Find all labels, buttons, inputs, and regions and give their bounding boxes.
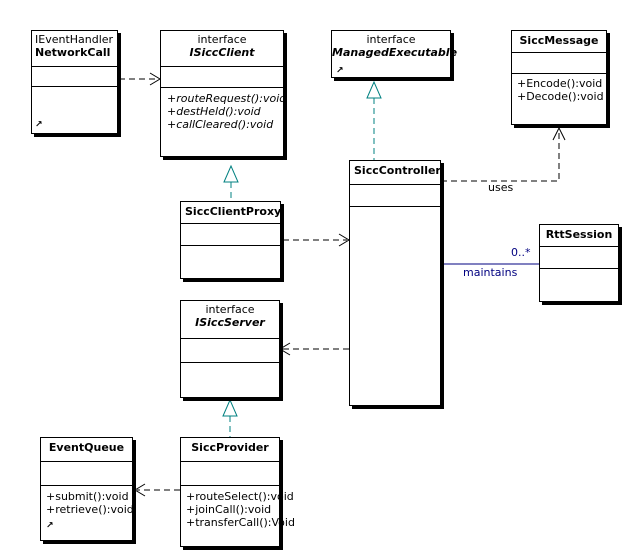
class-name: ManagedExecutable bbox=[332, 46, 458, 59]
operation-item: +routeRequest():void bbox=[167, 92, 287, 105]
attributes-compartment bbox=[350, 185, 440, 207]
class-name: NetworkCall bbox=[35, 46, 111, 59]
stereotype-label: interface bbox=[197, 33, 247, 46]
operations-compartment bbox=[540, 269, 618, 301]
class-header: IEventHandler NetworkCall bbox=[32, 31, 117, 67]
operation-item: +destHeld():void bbox=[167, 105, 261, 118]
class-rttsession[interactable]: RttSession bbox=[539, 224, 619, 302]
dependency-networkcall-isiccclient bbox=[119, 72, 161, 86]
attributes-compartment bbox=[181, 462, 279, 486]
operation-item: +submit():void bbox=[46, 490, 129, 503]
operations-compartment bbox=[181, 363, 279, 397]
realization-controller-managedexecutable bbox=[366, 80, 382, 160]
class-eventqueue[interactable]: EventQueue +submit():void +retrieve():vo… bbox=[40, 437, 134, 541]
operation-item: +transferCall():Void bbox=[186, 516, 295, 529]
class-header: RttSession bbox=[540, 225, 618, 247]
operations-compartment bbox=[350, 207, 440, 405]
maintains-label: maintains bbox=[463, 266, 518, 279]
class-header: SiccMessage bbox=[512, 31, 606, 53]
realization-provider-iserver bbox=[222, 398, 238, 437]
operations-compartment bbox=[181, 246, 280, 278]
class-sicccontroller[interactable]: SiccController bbox=[349, 160, 441, 406]
class-marker-icon: ↗ bbox=[336, 66, 344, 76]
realization-proxy-isiccclient bbox=[223, 164, 239, 200]
dependency-proxy-controller bbox=[283, 233, 350, 247]
class-header: SiccClientProxy bbox=[181, 202, 282, 224]
attributes-compartment bbox=[41, 462, 132, 486]
class-siccmessage[interactable]: SiccMessage +Encode():void +Decode():voi… bbox=[511, 30, 607, 125]
class-isiccclient[interactable]: interface ISiccClient +routeRequest():vo… bbox=[160, 30, 287, 157]
attributes-compartment bbox=[181, 339, 279, 363]
operations-compartment: +Encode():void +Decode():void bbox=[512, 74, 606, 106]
class-marker-icon: ↗ bbox=[35, 120, 43, 130]
attributes-compartment bbox=[161, 67, 283, 88]
attributes-compartment bbox=[540, 247, 618, 269]
dependency-provider-eventqueue bbox=[134, 483, 180, 497]
dependency-controller-iserver bbox=[279, 342, 349, 356]
operation-item: +joinCall():void bbox=[186, 503, 272, 516]
stereotype-label: interface bbox=[366, 33, 416, 46]
class-name: SiccClientProxy bbox=[185, 205, 282, 218]
operations-compartment: +routeSelect():void +joinCall():void +tr… bbox=[181, 486, 295, 533]
class-header: SiccController bbox=[350, 161, 441, 185]
operation-item: +Decode():void bbox=[517, 90, 604, 103]
class-header: interface ISiccServer bbox=[181, 301, 279, 339]
operations-compartment: +submit():void +retrieve():void ↗ bbox=[41, 486, 134, 540]
dependency-controller-message bbox=[441, 126, 566, 182]
class-name: ISiccClient bbox=[189, 46, 255, 59]
attributes-compartment bbox=[32, 67, 117, 87]
class-marker-icon: ↗ bbox=[46, 521, 54, 531]
operation-item: +Encode():void bbox=[517, 77, 603, 90]
class-managedexecutable[interactable]: interface ManagedExecutable ↗ bbox=[331, 30, 458, 78]
stereotype-label: interface bbox=[205, 303, 255, 316]
uses-label: uses bbox=[488, 181, 514, 194]
class-name: SiccController bbox=[354, 164, 441, 177]
class-name: ISiccServer bbox=[195, 316, 265, 329]
operation-item: +callCleared():void bbox=[167, 118, 274, 131]
class-name: RttSession bbox=[545, 228, 613, 241]
class-siccprovider[interactable]: SiccProvider +routeSelect():void +joinCa… bbox=[180, 437, 295, 547]
class-header: interface ISiccClient bbox=[161, 31, 283, 67]
class-isiccserver[interactable]: interface ISiccServer bbox=[180, 300, 280, 398]
class-header: interface ManagedExecutable bbox=[332, 31, 458, 59]
multiplicity-label: 0..* bbox=[511, 246, 531, 259]
operation-item: +routeSelect():void bbox=[186, 490, 294, 503]
class-name: EventQueue bbox=[48, 441, 125, 454]
attributes-compartment bbox=[512, 53, 606, 74]
operations-compartment: ↗ bbox=[32, 87, 117, 133]
stereotype-label: IEventHandler bbox=[35, 33, 114, 46]
operation-item: +retrieve():void bbox=[46, 503, 134, 516]
class-networkcall[interactable]: IEventHandler NetworkCall ↗ bbox=[31, 30, 118, 134]
attributes-compartment bbox=[181, 224, 280, 246]
class-header: EventQueue bbox=[41, 438, 132, 462]
class-name: SiccProvider bbox=[191, 441, 269, 454]
class-name: SiccMessage bbox=[519, 34, 599, 47]
class-header: SiccProvider bbox=[181, 438, 279, 462]
operations-compartment: +routeRequest():void +destHeld():void +c… bbox=[161, 88, 287, 135]
class-siccclientproxy[interactable]: SiccClientProxy bbox=[180, 201, 281, 279]
